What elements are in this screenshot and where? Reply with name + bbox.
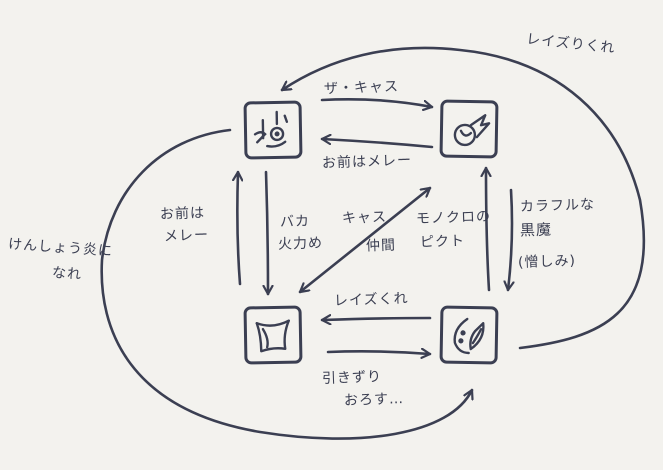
label-right-3: (憎しみ) (517, 252, 577, 272)
arrow-outer-top (280, 46, 646, 350)
arrow-br-to-tr (486, 166, 489, 292)
node-bottom-right (439, 305, 499, 365)
label-tl-to-tr: ザ・キャス (323, 78, 400, 98)
node-top-left (243, 100, 303, 160)
arrow-bl-to-br (326, 351, 432, 354)
cloth-icon (255, 319, 290, 353)
arrow-diagonal (298, 186, 432, 294)
label-diag-3: モノクロの (415, 208, 492, 228)
label-left-down-2: 火力め (277, 235, 324, 253)
arrow-tl-to-bl (266, 170, 268, 296)
label-right-1: カラフルな (519, 196, 596, 216)
label-outer-left-2: なれ (51, 264, 83, 284)
node-top-right (439, 99, 499, 159)
label-bl-to-br-1: 引きずり (321, 368, 383, 388)
label-left-down-1: バカ (279, 213, 311, 231)
arrow-bl-to-tl (237, 170, 240, 286)
label-diag-1: キャス (341, 209, 388, 227)
feather-icon (453, 317, 485, 355)
shrine-icon (253, 110, 289, 148)
arrow-tr-to-br (508, 188, 512, 292)
label-left-up-1: お前は (159, 205, 206, 223)
arrow-outer-left (100, 128, 472, 440)
meteor-icon (453, 114, 491, 147)
arrow-tl-to-tr (320, 98, 434, 107)
label-left-up-2: メレー (163, 227, 210, 245)
label-tr-to-tl: お前はメレー (321, 152, 413, 172)
arrow-br-to-bl (320, 318, 432, 320)
node-bottom-left (243, 305, 303, 365)
label-diag-2: 仲間 (365, 237, 397, 255)
label-right-2: 黒魔 (519, 220, 553, 240)
label-bl-to-br-2: おろす… (343, 390, 405, 410)
arrow-tr-to-tl (320, 139, 434, 149)
label-diag-4: ピクト (419, 233, 466, 251)
label-br-to-bl: レイズくれ (333, 290, 409, 310)
